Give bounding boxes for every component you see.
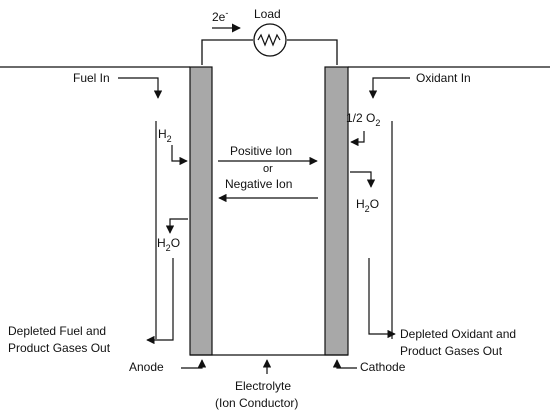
depleted-fuel-line2: Product Gases Out [8,341,111,355]
o2-label: 1/2 O2 [346,111,380,128]
cathode-arrow [332,359,357,369]
negative-ion-label: Negative Ion [225,177,292,191]
load-resistor-icon [253,23,287,57]
depleted-oxidant-arrow [368,258,396,339]
resistor-zigzag-icon [257,33,281,47]
h2o-cathode-label: H2O [356,197,379,214]
anode-electrode [189,66,213,356]
anode-label: Anode [129,360,164,374]
h2o-cathode-arrow [350,171,376,188]
h2o-anode-label: H2O [157,236,180,253]
oxidant-in-label: Oxidant In [416,71,471,85]
h2-label: H2 [158,127,172,144]
depleted-oxidant-line2: Product Gases Out [400,344,503,358]
h2o-anode-arrow [165,218,188,234]
cathode-electrode [324,66,349,356]
fuel-in-label: Fuel In [73,71,110,85]
or-label: or [263,163,273,175]
electron-label: 2e- [212,8,228,24]
fuel-in-arrow [118,77,163,99]
cathode-label: Cathode [360,360,406,374]
depleted-oxidant-line1: Depleted Oxidant and [400,327,516,341]
positive-ion-label: Positive Ion [230,144,292,158]
oxidant-in-arrow [368,77,410,99]
anode-arrow [181,359,207,369]
load-label: Load [254,7,281,21]
h2-arrow [171,145,188,166]
depleted-fuel-arrow [146,258,174,345]
o2-arrow [350,131,365,147]
electrolyte-label: Electrolyte [235,379,291,393]
ion-conductor-label: (Ion Conductor) [215,396,298,410]
external-circuit-wire [201,39,338,65]
depleted-fuel-line1: Depleted Fuel and [8,324,106,338]
